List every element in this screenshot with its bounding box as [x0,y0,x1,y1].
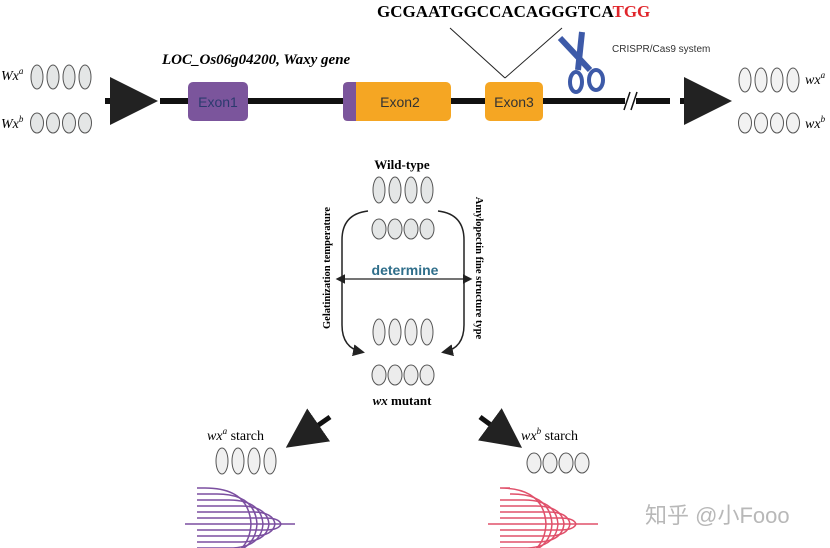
grains-wxa-right [738,67,800,93]
sequence-pointer-right [504,27,563,79]
starch-a-label: wxa starch [207,426,264,444]
chain [197,487,252,525]
exon-label: Exon3 [494,94,534,110]
amylopectin-structure-a [185,487,295,548]
grains-wxa-starch [215,447,277,475]
chain [500,505,565,525]
allele-label: wxa [805,70,826,88]
left-trait-label: Gelatinization temperature [322,207,333,329]
chain [536,523,553,548]
grains-wxb-right [738,112,800,134]
chain [197,493,258,525]
pam-sequence: TGG [613,2,651,21]
wild-type-label: Wild-type [374,157,430,172]
arrow-to-wxa [285,408,332,448]
grains-wildtype-a [372,176,434,204]
grains-wxb-starch [526,452,590,474]
arrow-to-wxb [477,408,523,448]
target-sequence: GCGAATGGCCACAGGGTCATGG [377,2,650,21]
chain [240,523,252,548]
watermark: 知乎 @小Fooo [645,503,790,528]
scissors-icon [557,31,605,94]
chain [197,517,282,525]
determine-label: determine [372,262,439,278]
chain [500,523,577,531]
chain [197,523,276,537]
allele-label: Wxa [1,66,24,84]
break-mark [623,91,638,111]
chain [197,523,270,543]
chain [197,523,282,531]
chain [499,487,547,525]
exon-1: Exon1 [188,82,248,121]
grains-wildtype-b [371,218,435,240]
exon-2: Exon2 [343,82,451,121]
chain [510,493,553,525]
grains-wxb-left [30,112,92,134]
chain [197,499,264,525]
sequence-pointer-left [449,27,506,79]
chain [500,523,565,543]
chain [500,517,577,525]
chain [535,523,547,548]
chain [197,505,270,525]
exon-label: Exon2 [380,94,420,110]
grains-wxa-left [30,64,92,90]
crispr-label: CRISPR/Cas9 system [612,44,710,55]
right-trait-label: Amylopectin fine structure type [473,197,484,340]
grains-mutant-b [371,364,435,386]
exon-3: Exon3 [485,82,543,121]
right-bracket-arrow [437,210,465,357]
chain [500,499,559,525]
chain [241,523,258,548]
mutant-label: wx mutant [373,393,433,408]
grains-mutant-a [372,318,434,346]
gene-label: LOC_Os06g04200, Waxy gene [161,52,351,68]
sequence-main: GCGAATGGCCACAGGGTCA [377,2,614,21]
starch-b-label: wxb starch [521,426,578,444]
chain [500,511,571,525]
left-bracket-arrow [341,210,369,357]
amylopectin-structure-b [488,487,598,548]
exon-label: Exon1 [198,94,238,110]
allele-label: Wxb [1,114,24,132]
chain [197,511,276,525]
chain [500,523,571,537]
allele-label: wxb [805,114,826,132]
